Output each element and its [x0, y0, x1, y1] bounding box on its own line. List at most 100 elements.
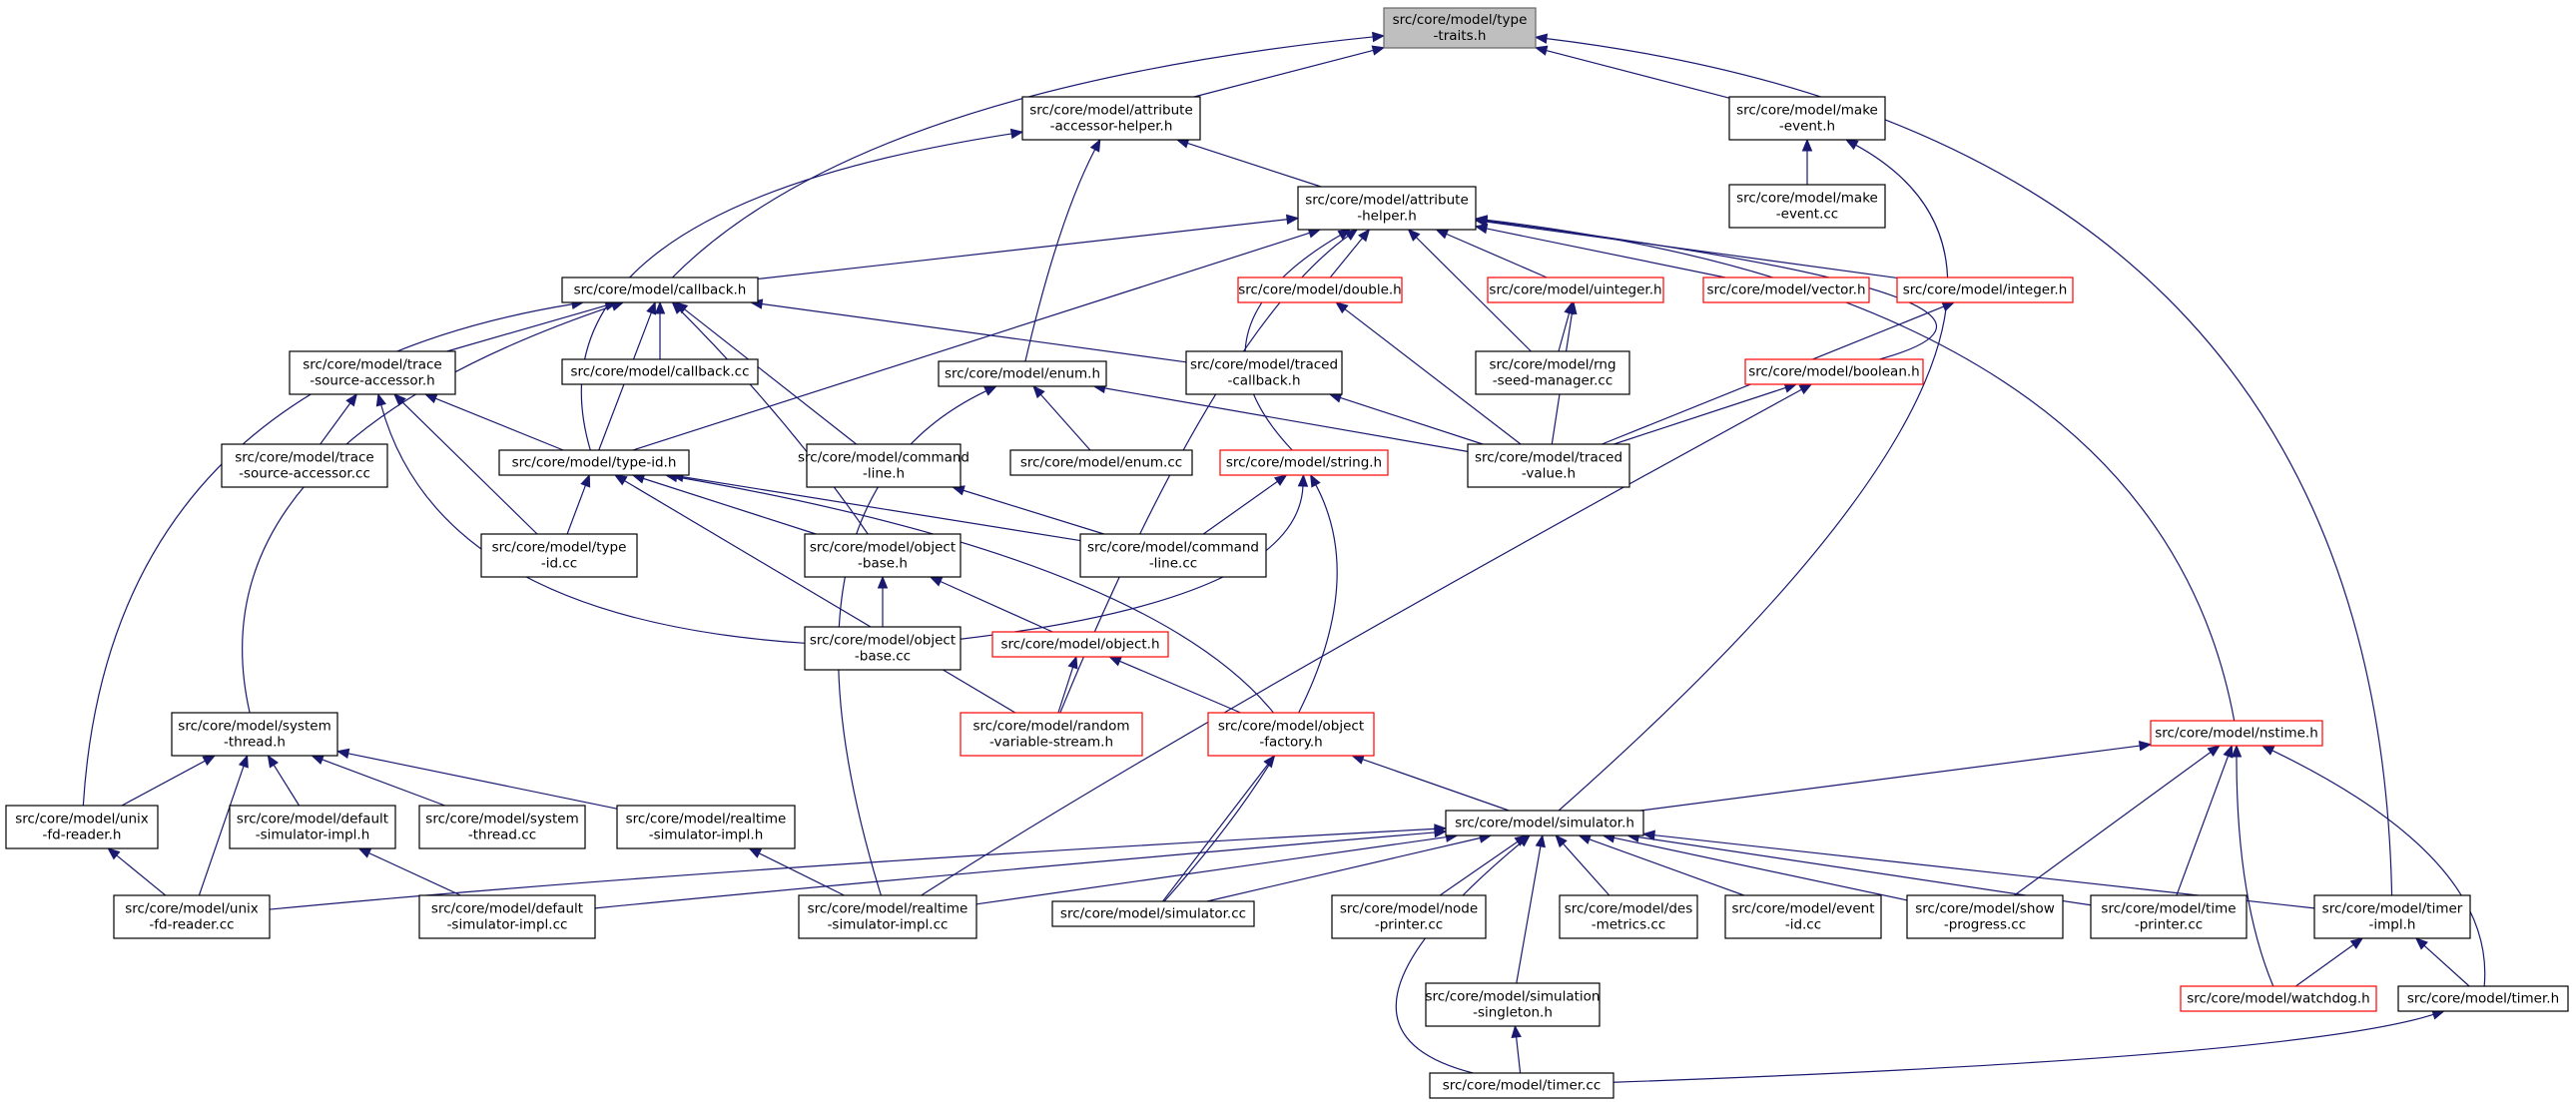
node-traced-callback-h[interactable]: src/core/model/traced-callback.h: [1185, 350, 1343, 395]
node-show-progress-cc[interactable]: src/core/model/show-progress.cc: [1906, 894, 2064, 939]
node-callback-h[interactable]: src/core/model/callback.h: [561, 277, 759, 303]
node-label-line: -fd-reader.h: [43, 828, 122, 843]
node-des-metrics-cc[interactable]: src/core/model/des-metrics.cc: [1559, 894, 1698, 939]
node-attr-helper[interactable]: src/core/model/attribute-helper.h: [1297, 186, 1477, 231]
node-double-h[interactable]: src/core/model/double.h: [1237, 277, 1403, 303]
node-box: [1185, 350, 1343, 395]
node-label-line: src/core/model/timer.h: [2407, 991, 2559, 1007]
node-object-base-cc[interactable]: src/core/model/object-base.cc: [804, 626, 962, 671]
node-timer-h[interactable]: src/core/model/timer.h: [2397, 985, 2569, 1012]
node-simulator-h[interactable]: src/core/model/simulator.h: [1445, 810, 1644, 836]
node-type-traits[interactable]: src/core/model/type-traits.h: [1383, 7, 1537, 49]
node-box: [561, 277, 759, 303]
edge-string_h-to-attr_helper: [1244, 235, 1341, 451]
node-timer-cc[interactable]: src/core/model/timer.cc: [1429, 1072, 1614, 1099]
node-box: [480, 533, 638, 578]
node-label-line: src/core/model/command: [798, 450, 969, 466]
node-realtime-simulator-impl-h[interactable]: src/core/model/realtime-simulator-impl.h: [616, 805, 796, 849]
node-command-line-h[interactable]: src/core/model/command-line.h: [798, 443, 969, 488]
node-trace-source-accessor-h[interactable]: src/core/model/trace-source-accessor.h: [289, 350, 456, 395]
node-random-variable-stream-h[interactable]: src/core/model/random-variable-stream.h: [960, 712, 1143, 757]
node-system-thread-h[interactable]: src/core/model/system-thread.h: [171, 712, 338, 757]
node-integer-h[interactable]: src/core/model/integer.h: [1896, 277, 2074, 303]
node-box: [2397, 985, 2569, 1012]
node-label-line: -fd-reader.cc: [149, 917, 234, 933]
arrowhead-timer_h-to-timer_impl_h: [2414, 937, 2428, 950]
node-enum-h[interactable]: src/core/model/enum.h: [938, 360, 1107, 387]
node-callback-cc[interactable]: src/core/model/callback.cc: [561, 358, 759, 385]
node-box: [1009, 449, 1193, 476]
edge-command_line_cc-to-type_id_h: [682, 476, 1081, 542]
node-unix-fd-reader-cc[interactable]: src/core/model/unix-fd-reader.cc: [113, 894, 271, 939]
node-box: [1702, 277, 1870, 303]
edge-trace_source_accessor_cc-to-trace_source_accessor_h: [320, 402, 351, 445]
node-uinteger-h[interactable]: src/core/model/uinteger.h: [1487, 277, 1664, 303]
edge-callback_h-to-type_traits: [671, 36, 1374, 278]
node-label-line: src/core/model/system: [425, 812, 578, 828]
node-type-id-cc[interactable]: src/core/model/type-id.cc: [480, 533, 638, 578]
node-object-factory-h[interactable]: src/core/model/object-factory.h: [1207, 712, 1375, 757]
node-label-line: -metrics.cc: [1592, 917, 1666, 933]
edge-realtime_simulator_impl_cc-to-simulator_h: [975, 835, 1447, 905]
node-type-id-h[interactable]: src/core/model/type-id.h: [498, 449, 690, 476]
node-object-h[interactable]: src/core/model/object.h: [991, 631, 1169, 658]
node-box: [804, 626, 962, 671]
node-string-h[interactable]: src/core/model/string.h: [1219, 449, 1389, 476]
arrowhead-object_h-to-object_base_h: [929, 576, 944, 587]
node-label-line: src/core/model/traced: [1475, 450, 1622, 466]
node-label-line: -seed-manager.cc: [1493, 373, 1613, 389]
node-box: [1724, 894, 1882, 939]
edge-time_printer_cc-to-nstime_h: [2176, 756, 2230, 896]
arrowhead-callback_h-to-type_traits: [1372, 31, 1386, 43]
node-simulation-singleton-h[interactable]: src/core/model/simulation-singleton.h: [1425, 982, 1601, 1027]
node-vector-h[interactable]: src/core/model/vector.h: [1702, 277, 1870, 303]
node-box: [171, 712, 338, 757]
node-nstime-h[interactable]: src/core/model/nstime.h: [2150, 720, 2323, 747]
node-make-event-h[interactable]: src/core/model/make-event.h: [1728, 96, 1886, 141]
node-default-simulator-impl-cc[interactable]: src/core/model/default-simulator-impl.cc: [418, 894, 596, 939]
node-watchdog-h[interactable]: src/core/model/watchdog.h: [2180, 985, 2377, 1012]
node-simulator-cc[interactable]: src/core/model/simulator.cc: [1051, 900, 1255, 927]
node-object-base-h[interactable]: src/core/model/object-base.h: [804, 533, 962, 578]
node-time-printer-cc[interactable]: src/core/model/time-printer.cc: [2090, 894, 2248, 939]
node-timer-impl-h[interactable]: src/core/model/timer-impl.h: [2313, 894, 2471, 939]
node-box: [804, 533, 962, 578]
node-box: [5, 805, 159, 849]
node-attr-accessor-helper[interactable]: src/core/model/attribute-accessor-helper…: [1021, 96, 1201, 141]
arrowhead-simulator_cc-to-string_h: [1310, 473, 1321, 488]
node-command-line-cc[interactable]: src/core/model/command-line.cc: [1079, 533, 1267, 578]
node-rng-seed-manager-cc[interactable]: src/core/model/rng-seed-manager.cc: [1475, 350, 1630, 395]
node-traced-value-h[interactable]: src/core/model/traced-value.h: [1467, 443, 1630, 488]
node-box: [1487, 277, 1664, 303]
arrowhead-callback_h-to-attr_helper: [1285, 214, 1300, 226]
node-enum-cc[interactable]: src/core/model/enum.cc: [1009, 449, 1193, 476]
node-box: [1219, 449, 1389, 476]
node-trace-source-accessor-cc[interactable]: src/core/model/trace-source-accessor.cc: [221, 443, 388, 488]
node-system-thread-cc[interactable]: src/core/model/system-thread.cc: [418, 805, 586, 849]
edge-realtime_simulator_impl_cc-to-realtime_simulator_impl_h: [759, 852, 845, 896]
node-box: [418, 805, 586, 849]
edge-object_h-to-object_base_h: [940, 580, 1053, 633]
node-label-line: -traits.h: [1434, 28, 1487, 44]
node-label-line: src/core/model/enum.cc: [1020, 455, 1182, 471]
node-node-printer-cc[interactable]: src/core/model/node-printer.cc: [1331, 894, 1487, 939]
edge-simulator_h-to-object_factory_h: [1362, 759, 1510, 812]
node-default-simulator-impl-h[interactable]: src/core/model/default-simulator-impl.h: [229, 805, 396, 849]
node-unix-fd-reader-h[interactable]: src/core/model/unix-fd-reader.h: [5, 805, 159, 849]
edge-attr_accessor_helper-to-type_traits: [1193, 49, 1374, 98]
edge-command_line_cc-to-command_line_h: [963, 489, 1104, 535]
edge-realtime_simulator_impl_h-to-system_thread_h: [347, 753, 618, 810]
edge-simulator_h-to-make_event_h: [1558, 144, 1949, 812]
node-event-id-cc[interactable]: src/core/model/event-id.cc: [1724, 894, 1882, 939]
arrowhead-object_factory_h-to-object_h: [1108, 656, 1122, 667]
node-realtime-simulator-impl-cc[interactable]: src/core/model/realtime-simulator-impl.c…: [798, 894, 977, 939]
node-label-line: -factory.h: [1259, 735, 1322, 751]
edge-realtime_simulator_impl_cc-to-boolean_h: [921, 388, 1802, 896]
node-boolean-h[interactable]: src/core/model/boolean.h: [1744, 358, 1924, 385]
arrowhead-default_simulator_impl_cc-to-default_simulator_impl_h: [357, 847, 372, 858]
arrowhead-timer_cc-to-simulator_h: [1517, 834, 1531, 847]
node-box: [1237, 277, 1403, 303]
node-label-line: src/core/model/system: [178, 719, 330, 735]
node-make-event-cc[interactable]: src/core/model/make-event.cc: [1728, 184, 1886, 229]
node-label-line: src/core/model/make: [1736, 103, 1878, 119]
